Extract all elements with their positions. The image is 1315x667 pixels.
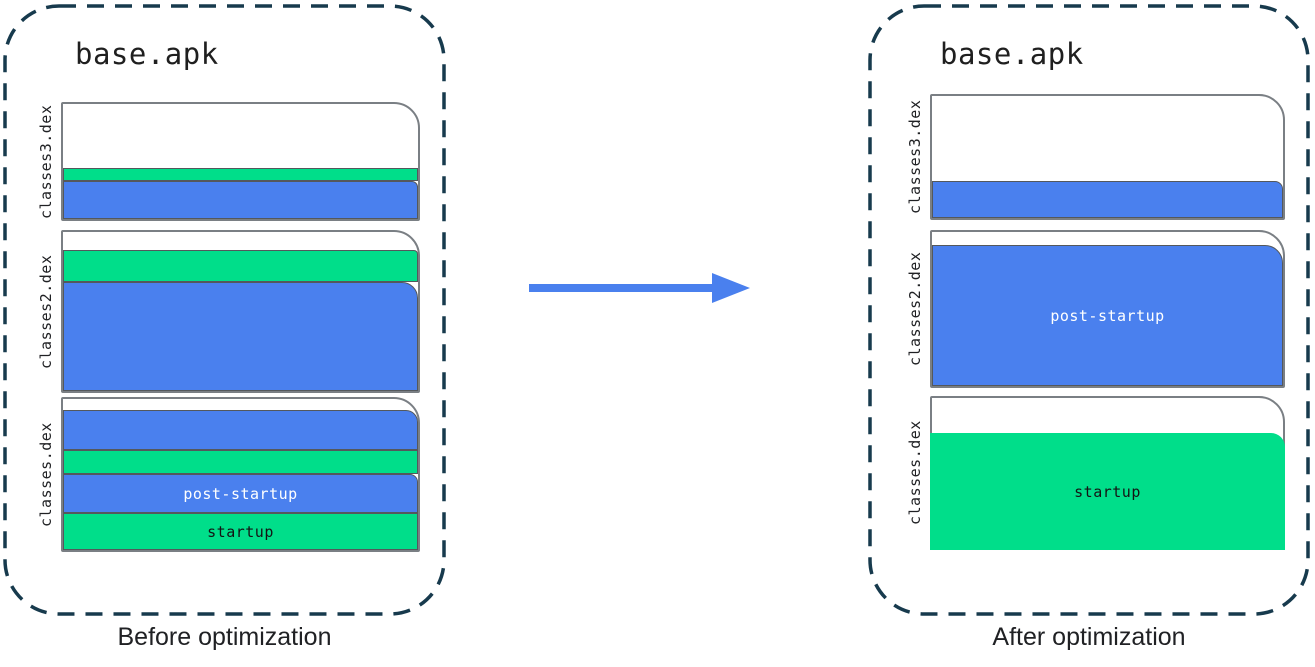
dex-file-label: classes.dex <box>906 420 924 526</box>
green-segment <box>63 250 418 282</box>
startup-block: startup <box>63 513 418 550</box>
green-segment <box>63 450 418 474</box>
white-segment <box>63 232 418 250</box>
dex-file-label: classes3.dex <box>906 99 924 215</box>
dex-file-label: classes2.dex <box>37 254 55 369</box>
dex-file-label: classes2.dex <box>906 251 924 367</box>
after-panel: base.apk classes3.dex classes2.dex post-st… <box>868 4 1310 616</box>
dex-file-label: classes.dex <box>37 422 55 527</box>
panel-dashed-border <box>3 4 446 616</box>
white-segment <box>932 232 1283 245</box>
arrow-shaft <box>529 284 713 292</box>
dex-file-classes3-dex: classes3.dex <box>906 94 1285 220</box>
blue-segment <box>63 282 418 391</box>
post-startup-block: post-startup <box>63 474 418 513</box>
before-panel: base.apk classes3.dex classes2.dex classes… <box>3 4 446 616</box>
dex-file-classes2-dex: classes2.dex <box>37 230 420 393</box>
dex-file-classes2-dex: classes2.dex post-startup <box>906 230 1285 388</box>
post-startup-block: post-startup <box>932 245 1283 386</box>
white-segment <box>63 399 418 410</box>
arrow-head-icon <box>712 273 750 303</box>
panel-dashed-border <box>868 4 1310 616</box>
green-segment <box>63 168 418 181</box>
dex-file-classes3-dex: classes3.dex <box>37 102 420 221</box>
apk-title: base.apk <box>940 37 1084 71</box>
startup-block: startup <box>930 433 1285 550</box>
dex-file-label: classes3.dex <box>37 104 55 219</box>
white-segment <box>63 104 418 168</box>
dex-file-classes-dex: classes.dex startup <box>906 396 1285 550</box>
white-segment <box>932 96 1283 181</box>
blue-segment <box>63 410 418 450</box>
apk-title: base.apk <box>75 37 219 71</box>
after-caption: After optimization <box>992 623 1186 651</box>
blue-segment <box>932 181 1283 218</box>
white-segment <box>932 398 1283 433</box>
before-caption: Before optimization <box>117 623 332 651</box>
blue-segment <box>63 181 418 219</box>
